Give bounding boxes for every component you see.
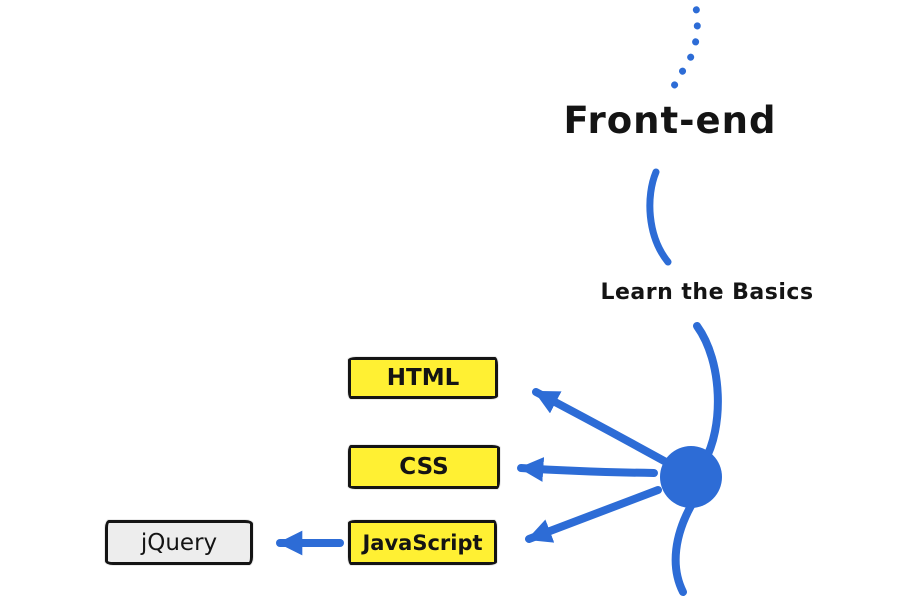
basics-arc-lower (671, 500, 696, 596)
dotted-connector-top (670, 0, 701, 90)
arrow-to-javascript (525, 486, 662, 543)
node-html[interactable]: HTML (348, 357, 498, 399)
node-jquery-label: jQuery (140, 529, 218, 556)
node-css[interactable]: CSS (348, 445, 500, 489)
node-html-label: HTML (386, 365, 460, 391)
node-jquery[interactable]: jQuery (105, 520, 253, 565)
page-title: Front-end (563, 99, 777, 142)
junction-node-circle (660, 446, 722, 508)
node-javascript-label: JavaScript (362, 530, 483, 555)
section-label-learn-the-basics[interactable]: Learn the Basics (600, 280, 814, 305)
basics-arc-upper (693, 322, 722, 466)
node-javascript[interactable]: JavaScript (348, 520, 497, 565)
arrow-to-html (532, 388, 670, 466)
arrow-to-css (517, 457, 658, 482)
node-css-label: CSS (399, 454, 449, 480)
title-to-basics-connector (646, 168, 672, 266)
